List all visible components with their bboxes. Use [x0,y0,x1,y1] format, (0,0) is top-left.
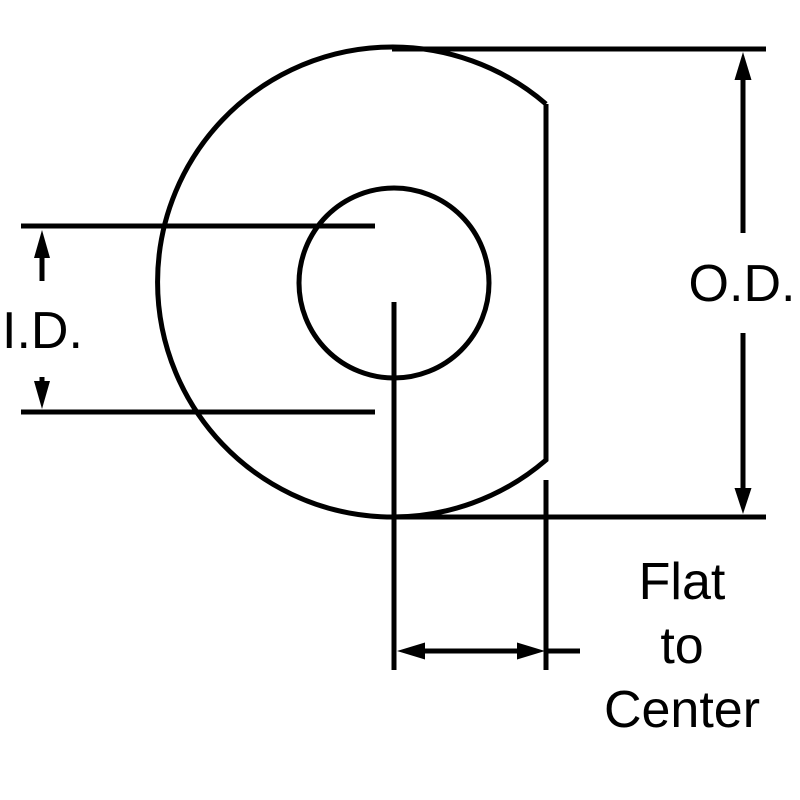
flat-to-center-arrowhead-right [517,642,545,660]
flat-to-center-label-line3: Center [603,681,761,739]
od-arrowhead-down [734,488,752,514]
id-arrowhead-down [34,381,50,409]
id-label: I.D. [2,302,83,360]
flat-to-center-label-line1: Flat [638,553,726,611]
id-arrowhead-up [34,230,50,258]
od-arrowhead-up [734,52,752,80]
flat-to-center-label-line2: to [660,617,704,675]
od-label: O.D. [688,255,796,313]
flat-to-center-arrowhead-left [397,642,425,660]
